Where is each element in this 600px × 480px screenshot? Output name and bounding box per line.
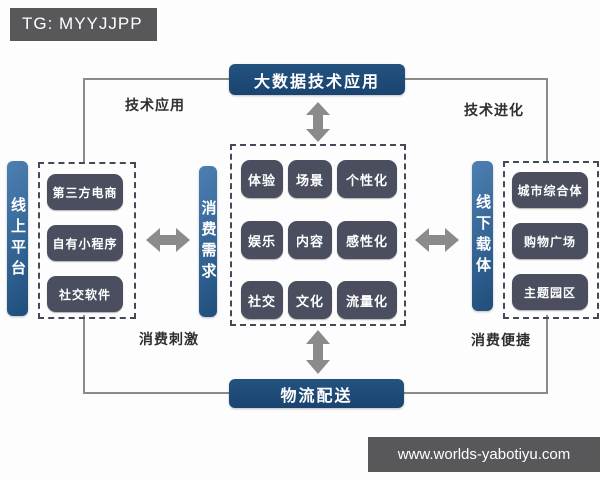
double-arrow-vertical-icon <box>306 330 330 374</box>
connector-top-right <box>404 78 548 80</box>
online-platform-bar: 线上平台 <box>7 161 28 316</box>
grid-item: 内容 <box>288 221 332 259</box>
offline-carrier-bar: 线下载体 <box>472 161 493 311</box>
offline-carrier-group <box>503 161 599 319</box>
list-item: 主题园区 <box>512 274 588 310</box>
online-platform-group <box>38 162 136 319</box>
consumer-demand-group <box>230 144 406 326</box>
double-arrow-vertical-icon <box>306 102 330 142</box>
grid-item: 场景 <box>288 160 332 198</box>
connector-bottom-left <box>83 392 230 394</box>
list-item: 自有小程序 <box>47 225 123 261</box>
grid-item: 社交 <box>241 281 283 319</box>
label-consume-stimulus: 消费刺激 <box>139 331 199 347</box>
grid-item: 个性化 <box>337 160 397 198</box>
list-item: 社交软件 <box>47 276 123 312</box>
grid-item: 娱乐 <box>241 221 283 259</box>
double-arrow-horizontal-icon <box>415 228 459 252</box>
connector-top-left <box>83 78 230 80</box>
tg-badge: TG: MYYJJPP <box>10 8 157 41</box>
label-tech-evolution: 技术进化 <box>464 102 524 118</box>
connector-right-lower <box>546 315 548 394</box>
label-tech-application: 技术应用 <box>125 97 185 113</box>
connector-left-upper <box>83 78 85 163</box>
grid-item: 文化 <box>288 281 332 319</box>
consumer-demand-bar: 消费需求 <box>199 166 217 317</box>
list-item: 购物广场 <box>512 223 588 259</box>
grid-item: 流量化 <box>337 281 397 319</box>
big-data-tech-box: 大数据技术应用 <box>229 64 405 95</box>
watermark-url: www.worlds-yabotiyu.com <box>368 437 600 472</box>
label-consume-convenience: 消费便捷 <box>471 332 531 348</box>
connector-left-lower <box>83 315 85 394</box>
grid-item: 感性化 <box>337 221 397 259</box>
list-item: 城市综合体 <box>512 172 588 208</box>
connector-right-upper <box>546 78 548 163</box>
grid-item: 体验 <box>241 160 283 198</box>
list-item: 第三方电商 <box>47 174 123 210</box>
connector-bottom-right <box>402 392 548 394</box>
double-arrow-horizontal-icon <box>146 228 190 252</box>
logistics-box: 物流配送 <box>229 379 404 408</box>
